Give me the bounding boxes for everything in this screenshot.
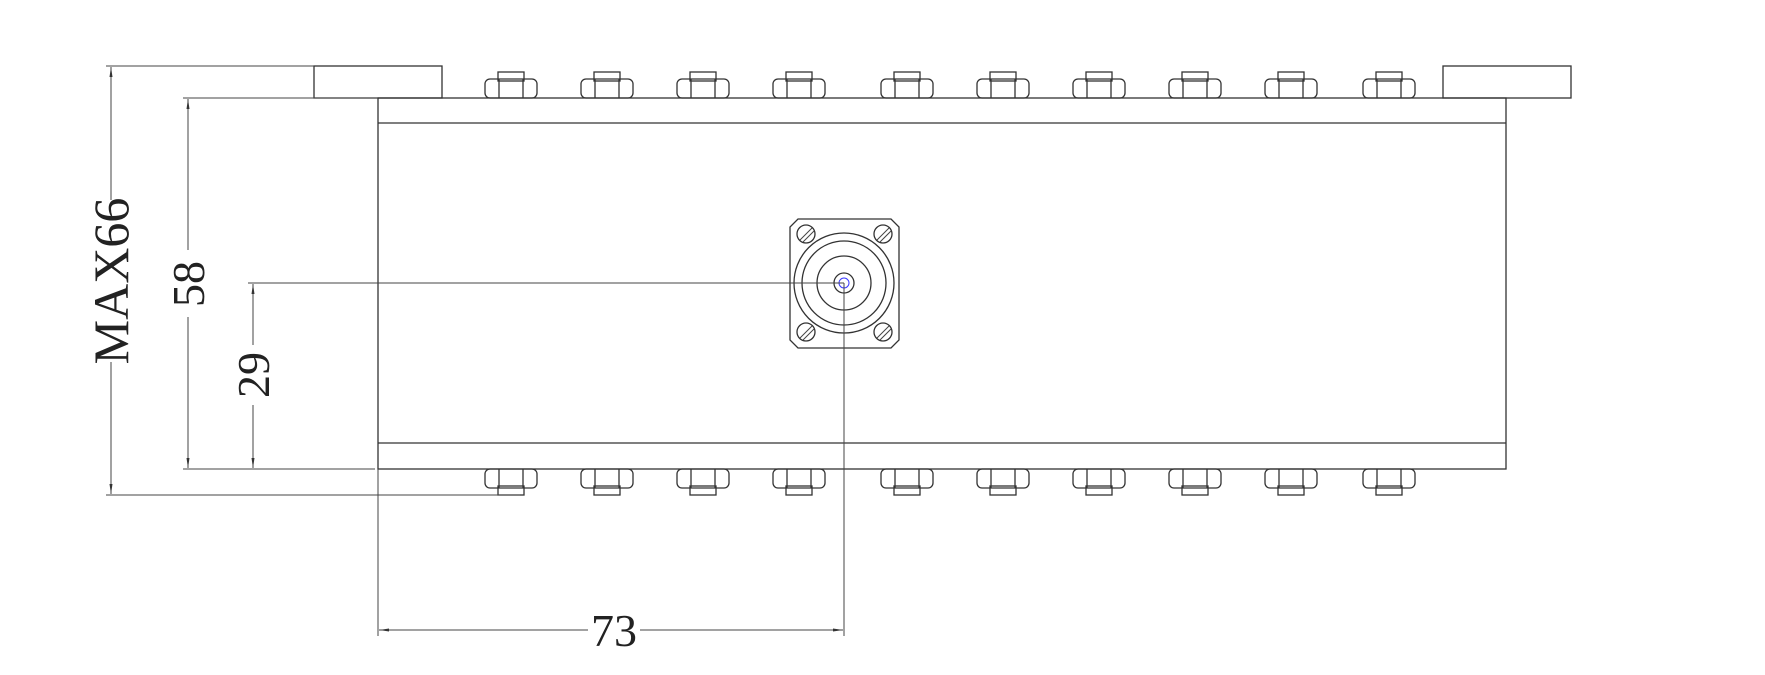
tuning-nut-icon <box>1168 71 1222 99</box>
tuning-nut-icon <box>484 71 538 99</box>
dimension-label-max66: MAX66 <box>83 198 139 365</box>
tuning-nut-icon <box>880 71 934 99</box>
tuning-nut-icon <box>1072 468 1126 496</box>
tuning-nut-icon <box>580 468 634 496</box>
bottom-tuning-nuts <box>484 468 1416 496</box>
screw-icon <box>796 224 816 244</box>
tuning-nut-icon <box>676 468 730 496</box>
tuning-nut-icon <box>976 71 1030 99</box>
dimension-label-29: 29 <box>228 352 279 398</box>
tuning-nut-icon <box>484 468 538 496</box>
tuning-nut-icon <box>1264 71 1318 99</box>
dimension-label-58: 58 <box>163 261 214 307</box>
tuning-nut-icon <box>1362 468 1416 496</box>
tuning-nut-icon <box>580 71 634 99</box>
right-mounting-tab <box>1442 65 1572 99</box>
tuning-nut-icon <box>880 468 934 496</box>
tuning-nut-icon <box>1072 71 1126 99</box>
tuning-nut-icon <box>1362 71 1416 99</box>
tuning-nut-icon <box>1264 468 1318 496</box>
dimension-connector-height: 29 <box>228 284 279 468</box>
left-mounting-tab <box>313 65 443 99</box>
tuning-nut-icon <box>1168 468 1222 496</box>
tuning-nut-icon <box>772 468 826 496</box>
dimension-connector-offset: 73 <box>379 605 843 656</box>
screw-icon <box>873 224 893 244</box>
screw-icon <box>873 322 893 342</box>
connector-flange <box>789 218 900 349</box>
top-tuning-nuts <box>484 71 1416 99</box>
dimension-overall-height: MAX66 <box>83 67 139 494</box>
tuning-nut-icon <box>676 71 730 99</box>
tuning-nut-icon <box>976 468 1030 496</box>
dimension-label-73: 73 <box>591 605 637 656</box>
dimension-body-height: 58 <box>163 99 214 468</box>
tuning-nut-icon <box>772 71 826 99</box>
screw-icon <box>796 322 816 342</box>
